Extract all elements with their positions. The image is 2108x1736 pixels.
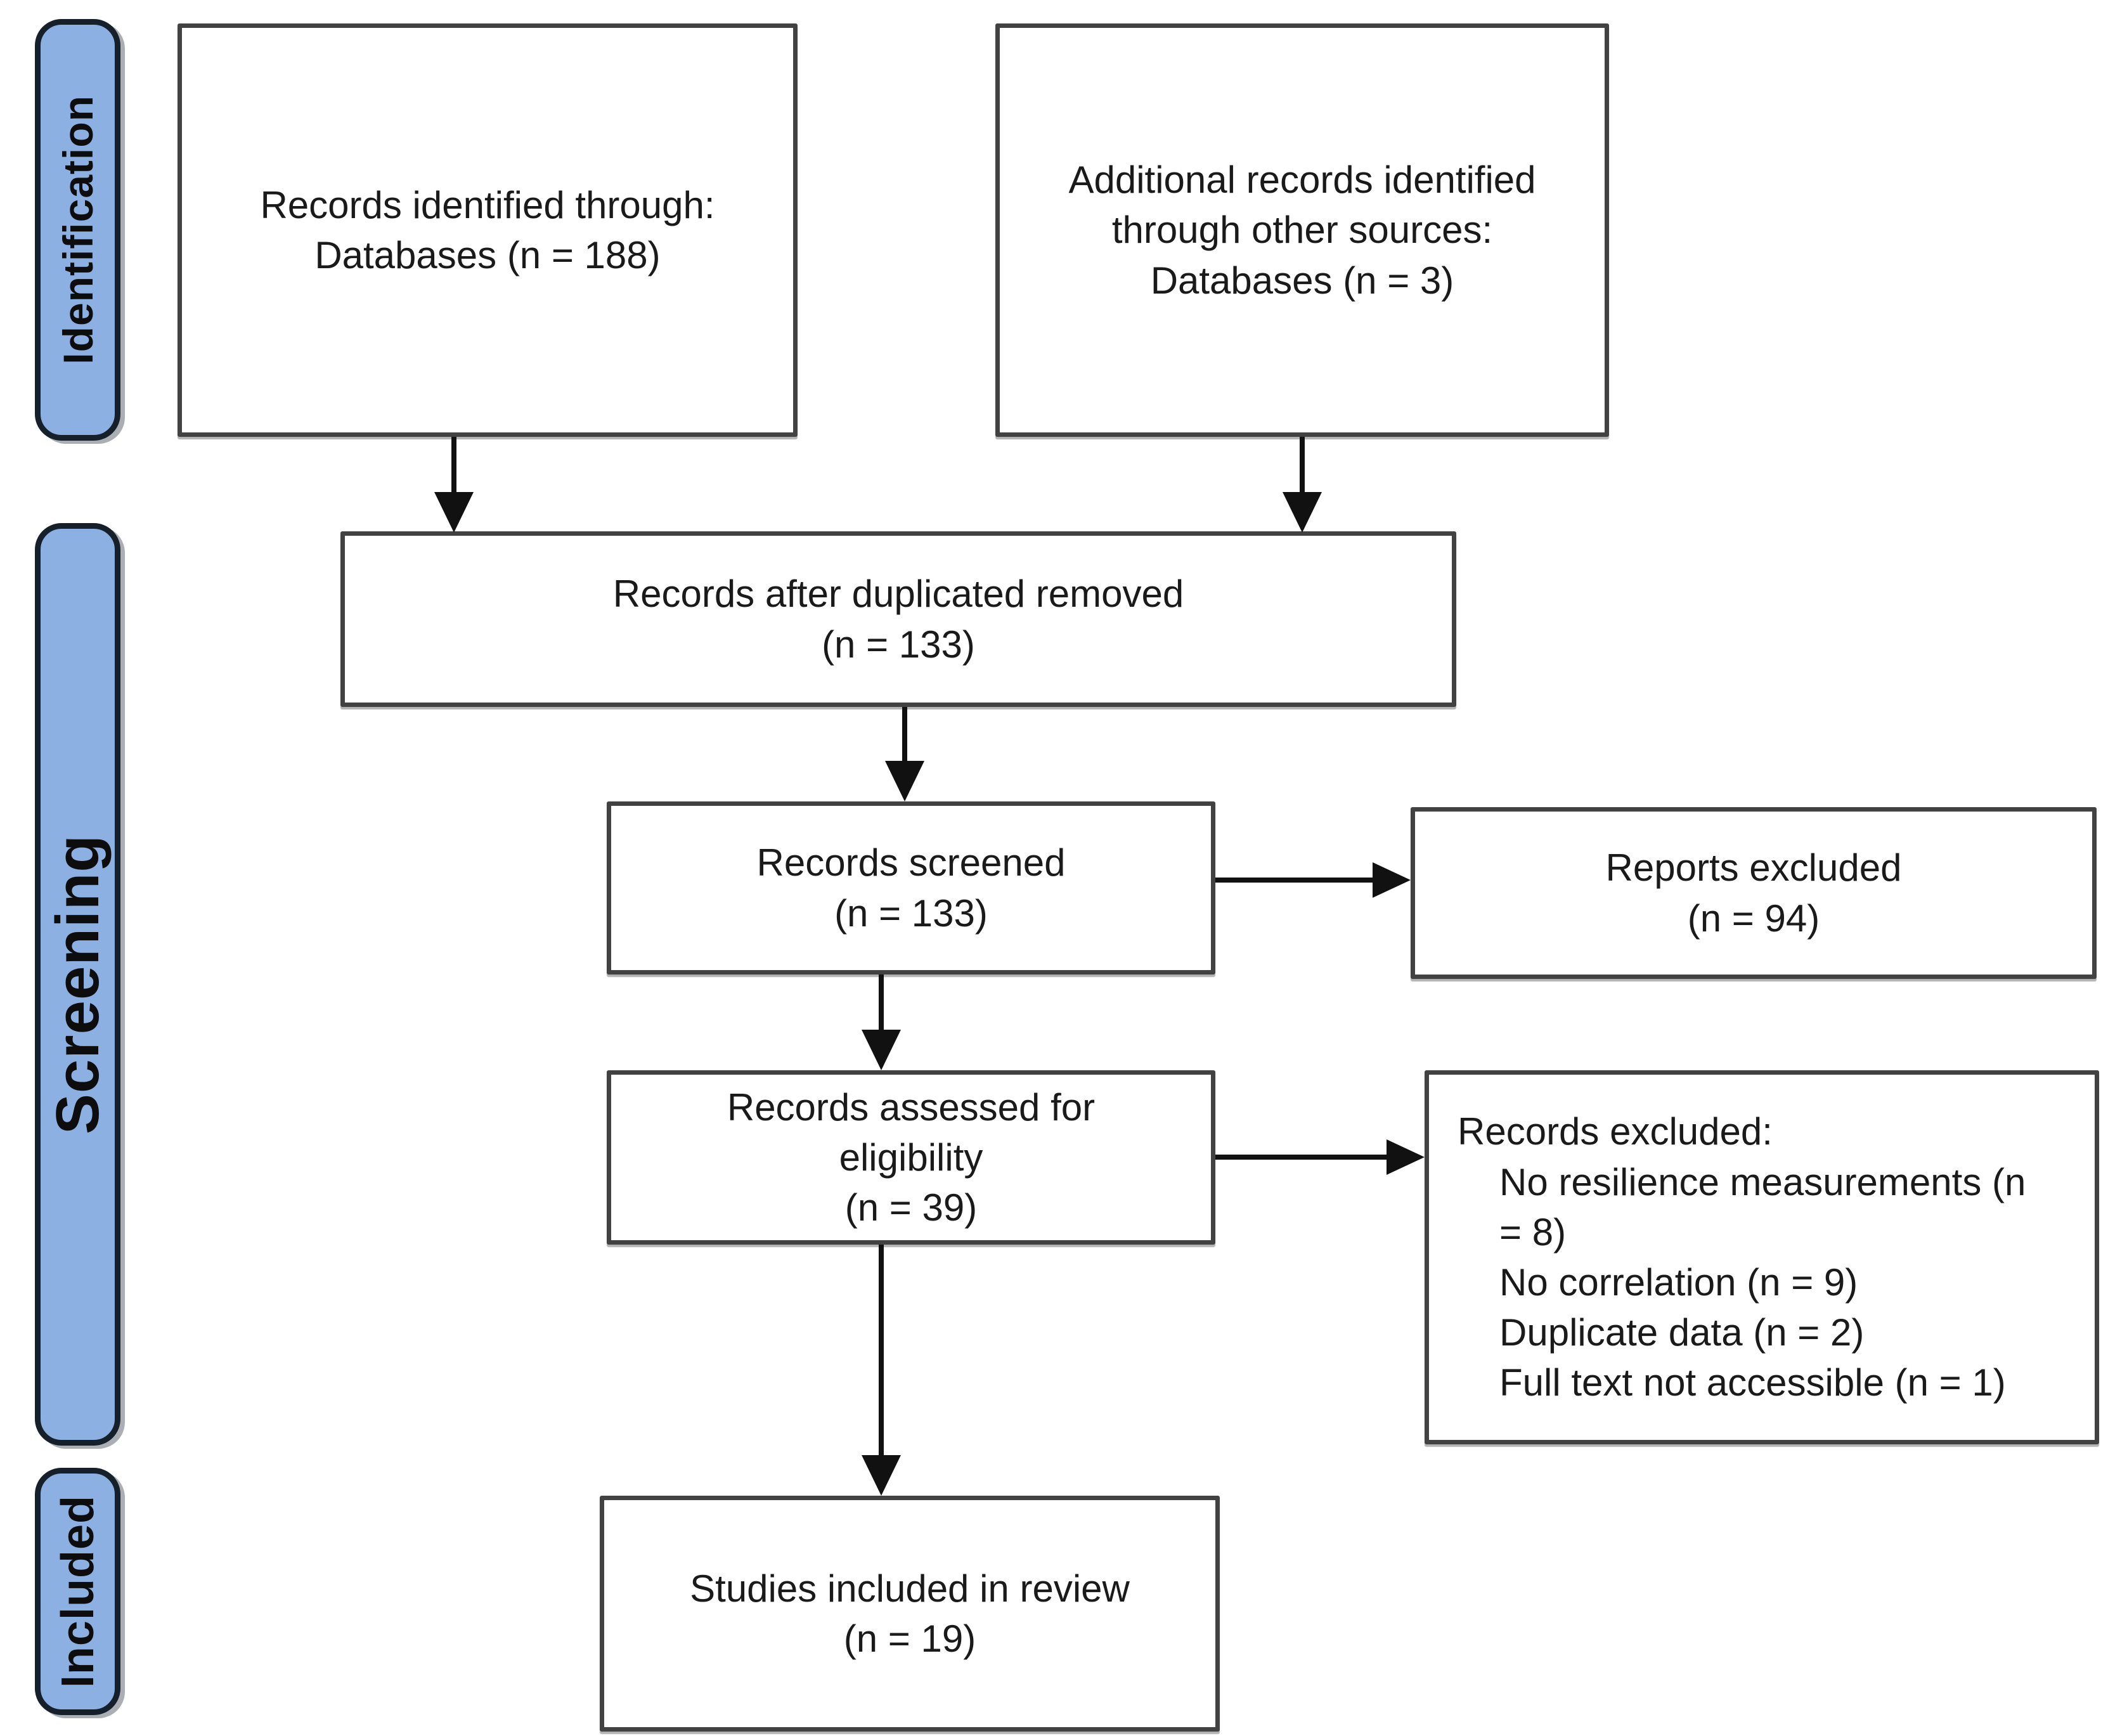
arrow-screened-to-eligibility-head <box>862 1030 901 1070</box>
box-reports-excluded-text: Reports excluded (n = 94) <box>1605 846 1902 940</box>
stage-included-label: Included <box>52 1494 103 1688</box>
stage-identification-label: Identification <box>54 95 101 365</box>
box-studies-included: Studies included in review (n = 19) <box>600 1496 1220 1732</box>
arrow-screened-to-eligibility-line <box>879 975 884 1031</box>
box-records-assessed-eligibility: Records assessed for eligibility (n = 39… <box>607 1070 1215 1245</box>
arrow-screened-to-reports-excluded-head <box>1373 862 1411 898</box>
records-excluded-item: No resilience measurements (n = 8) <box>1499 1160 2026 1253</box>
box-studies-included-text: Studies included in review (n = 19) <box>690 1567 1130 1660</box>
records-excluded-heading: Records excluded: <box>1458 1110 1773 1153</box>
arrow-identified-to-deduplicated-line <box>451 437 456 493</box>
arrow-additional-to-deduplicated-head <box>1283 492 1322 533</box>
box-additional-records-text: Additional records identified through ot… <box>1068 159 1536 302</box>
stage-identification: Identification <box>35 19 120 441</box>
box-records-identified: Records identified through: Databases (n… <box>178 23 798 437</box>
arrow-screened-to-reports-excluded-line <box>1215 878 1374 883</box>
box-records-after-duplicates-removed-text: Records after duplicated removed (n = 13… <box>612 573 1184 666</box>
arrow-deduplicated-to-screened-line <box>902 707 907 762</box>
arrow-eligibility-to-included-head <box>862 1455 901 1496</box>
box-records-screened-text: Records screened (n = 133) <box>756 841 1066 935</box>
arrow-additional-to-deduplicated-line <box>1300 437 1305 493</box>
records-excluded-item: No correlation (n = 9) <box>1499 1261 1858 1304</box>
box-additional-records: Additional records identified through ot… <box>995 23 1609 437</box>
box-records-excluded: Records excluded: No resilience measurem… <box>1425 1070 2099 1444</box>
arrow-identified-to-deduplicated-head <box>434 492 474 533</box>
box-records-excluded-content: Records excluded: No resilience measurem… <box>1458 1106 2069 1408</box>
stage-screening: Screening <box>35 523 120 1446</box>
box-records-screened: Records screened (n = 133) <box>607 801 1215 975</box>
box-records-after-duplicates-removed: Records after duplicated removed (n = 13… <box>340 531 1456 707</box>
stage-screening-label: Screening <box>43 834 112 1135</box>
records-excluded-item: Duplicate data (n = 2) <box>1499 1311 1865 1354</box>
arrow-eligibility-to-records-excluded-line <box>1215 1155 1388 1160</box>
stage-included: Included <box>35 1468 120 1715</box>
arrow-eligibility-to-records-excluded-head <box>1387 1139 1425 1175</box>
box-reports-excluded: Reports excluded (n = 94) <box>1411 807 2097 979</box>
records-excluded-item: Full text not accessible (n = 1) <box>1499 1361 2006 1404</box>
arrow-deduplicated-to-screened-head <box>885 761 924 801</box>
box-records-assessed-eligibility-text: Records assessed for eligibility (n = 39… <box>727 1085 1096 1229</box>
box-records-identified-text: Records identified through: Databases (n… <box>260 183 715 276</box>
arrow-eligibility-to-included-line <box>879 1245 884 1456</box>
